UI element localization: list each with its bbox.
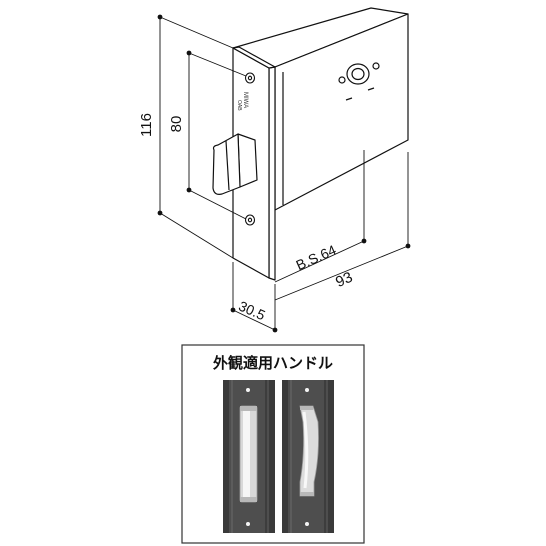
dimension-116-label: 116 bbox=[138, 113, 155, 137]
dim-dot-30-5-right bbox=[272, 327, 278, 333]
dim-dot-116-bottom bbox=[157, 210, 163, 216]
dimension-93 bbox=[274, 152, 409, 301]
faceplate-model: OAB bbox=[236, 100, 242, 111]
dim-dot-30-5-left bbox=[230, 307, 236, 313]
latch-bolt bbox=[212, 133, 258, 195]
dim-dot-backset bbox=[361, 238, 367, 244]
spindle-hole bbox=[338, 62, 380, 101]
curved-pull-handle-icon bbox=[282, 380, 334, 533]
faceplate-brand: MIWA bbox=[242, 92, 248, 108]
dim-dot-80-top bbox=[186, 50, 192, 56]
dimension-80 bbox=[188, 52, 247, 220]
flat-pull-handle-icon bbox=[223, 380, 275, 533]
dim-dot-80-bottom bbox=[186, 187, 192, 193]
dimension-backset-label: B.S.64 bbox=[294, 241, 339, 273]
dimension-80-label: 80 bbox=[168, 116, 185, 133]
faceplate-screw-bottom bbox=[244, 214, 256, 226]
dimension-93-label: 93 bbox=[333, 269, 355, 291]
faceplate-screw-top bbox=[244, 72, 256, 84]
dimension-116 bbox=[159, 16, 234, 259]
handles-panel-title: 外観適用ハンドル bbox=[212, 354, 333, 372]
dimension-30-5 bbox=[232, 262, 276, 331]
dimension-backset bbox=[274, 150, 365, 283]
dim-dot-93 bbox=[405, 243, 411, 249]
dim-dot-116-top bbox=[157, 14, 163, 20]
